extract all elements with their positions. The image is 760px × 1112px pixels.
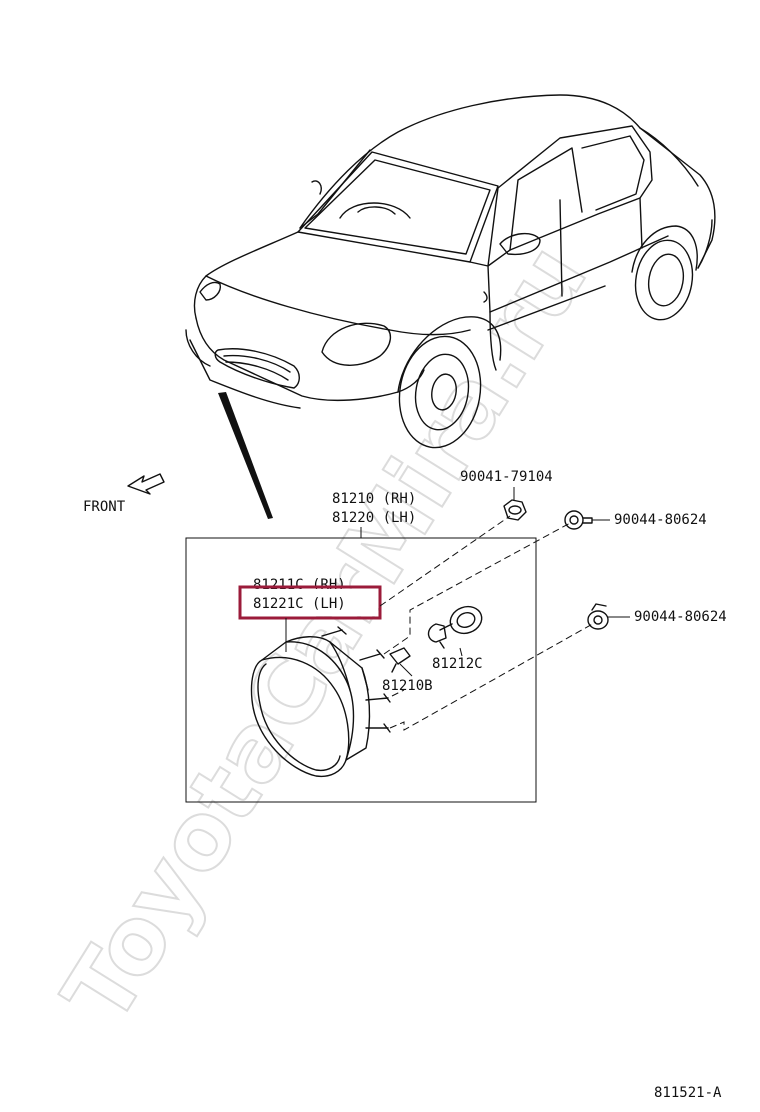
fog-lamp-illustration xyxy=(250,626,391,778)
bulb-label: 81212C xyxy=(432,656,483,672)
assembly-lines xyxy=(379,515,597,731)
figure-id: 811521-A xyxy=(654,1085,722,1101)
nut-illustration xyxy=(503,499,527,521)
socket-leader xyxy=(399,663,413,677)
grommet-lower-label: 90044-80624 xyxy=(634,609,727,625)
front-label: FRONT xyxy=(83,499,126,515)
bulb-socket-illustration xyxy=(389,647,411,673)
grommet-lower-illustration xyxy=(587,603,609,630)
assembly-rh-label: 81210 (RH) xyxy=(332,491,416,507)
highlight-mask xyxy=(242,589,378,616)
pointer-arrow xyxy=(218,392,273,519)
bulb-illustration xyxy=(427,605,483,649)
front-arrow-icon xyxy=(127,473,165,495)
grommet-upper-label: 90044-80624 xyxy=(614,512,707,528)
assembly-lh-label: 81220 (LH) xyxy=(332,510,416,526)
socket-label: 81210B xyxy=(382,678,433,694)
lamp-lh-label: 81221C (LH) xyxy=(253,596,346,612)
grommet-upper-illustration xyxy=(564,510,593,530)
nut-label: 90041-79104 xyxy=(460,469,553,485)
watermark: ToyotaCarMira.ru xyxy=(43,227,608,1042)
bulb-leader xyxy=(459,647,463,657)
car-illustration xyxy=(185,94,716,449)
highlight-box xyxy=(238,585,382,620)
